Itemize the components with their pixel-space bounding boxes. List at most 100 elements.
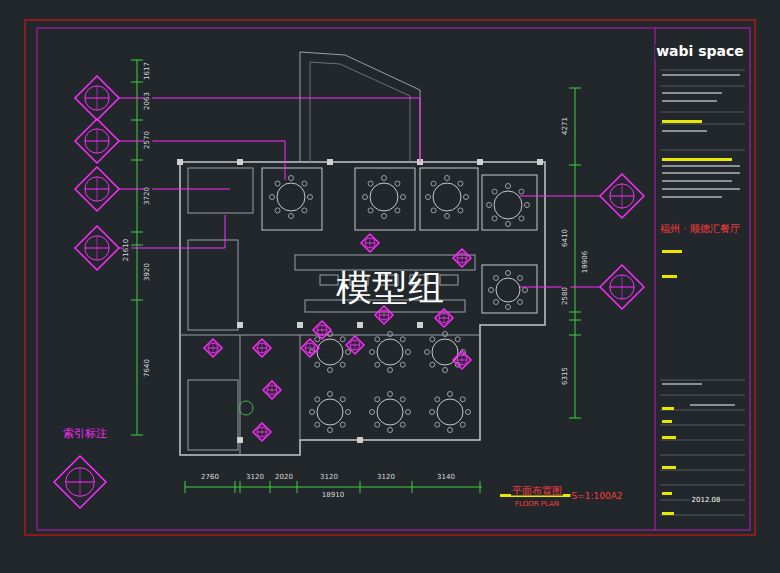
column	[327, 159, 333, 165]
chair	[506, 271, 511, 276]
dimension-tick	[480, 481, 481, 493]
index-marker	[301, 339, 319, 357]
chair	[448, 428, 453, 433]
chair	[388, 392, 393, 397]
title-block-rule	[660, 380, 745, 381]
round-table	[494, 191, 522, 219]
dimension-tick	[569, 165, 581, 166]
dimension: 6410	[562, 228, 570, 248]
chair	[493, 300, 498, 305]
partition	[180, 335, 480, 336]
title-block-bar	[662, 158, 732, 161]
chair	[363, 195, 368, 200]
dimension: 7640	[144, 358, 152, 378]
dimension: 21610	[123, 238, 131, 262]
title-block-bar	[662, 120, 702, 123]
title-block-rule	[660, 150, 745, 151]
private-room	[420, 168, 478, 230]
title-block-fine-text	[662, 180, 732, 182]
chair	[426, 195, 431, 200]
dimension-tick	[131, 120, 143, 121]
chair	[346, 410, 351, 415]
dimension: 4271	[562, 116, 570, 136]
chair	[443, 368, 448, 373]
chair	[289, 214, 294, 219]
title-block-rule	[660, 86, 745, 87]
dimension: 2760	[200, 474, 220, 482]
private-room	[355, 168, 415, 230]
chair	[388, 428, 393, 433]
dimension-line	[185, 487, 482, 488]
dimension-tick	[412, 481, 413, 493]
back-room	[188, 240, 238, 330]
dimension: 18910	[321, 492, 345, 500]
chair	[431, 208, 436, 213]
leader-line	[119, 215, 225, 248]
index-marker	[600, 265, 644, 309]
chair	[445, 214, 450, 219]
chair	[395, 181, 400, 186]
dimension-tick	[360, 481, 361, 493]
chair	[431, 181, 436, 186]
title-block-border	[655, 28, 656, 530]
index-marker	[435, 309, 453, 327]
round-table	[437, 399, 463, 425]
chair	[430, 362, 435, 367]
chair	[460, 397, 465, 402]
index-marker	[54, 456, 106, 508]
dimension-tick	[569, 312, 581, 313]
chair	[406, 410, 411, 415]
title-block-bar	[662, 436, 676, 439]
round-table	[377, 339, 403, 365]
dimension: 3920	[144, 262, 152, 282]
chair	[302, 181, 307, 186]
title-block-bar	[662, 512, 674, 515]
column	[357, 322, 363, 328]
chair	[425, 350, 430, 355]
title-block-rule	[660, 485, 745, 486]
dimension: 2570	[144, 130, 152, 150]
chair	[400, 397, 405, 402]
column	[177, 159, 183, 165]
roof-outline	[300, 52, 420, 162]
chair	[519, 216, 524, 221]
date: 2012.08	[691, 497, 722, 505]
chair	[308, 195, 313, 200]
chair	[275, 181, 280, 186]
round-table	[377, 399, 403, 425]
index-marker	[75, 119, 119, 163]
column	[237, 322, 243, 328]
dimension: 3720	[144, 186, 152, 206]
dimension: 3120	[319, 474, 339, 482]
chair	[388, 332, 393, 337]
chair	[382, 214, 387, 219]
dimension: 3140	[436, 474, 456, 482]
dimension-tick	[235, 481, 236, 493]
booth	[320, 275, 338, 285]
dimension-tick	[240, 481, 241, 493]
chair	[458, 208, 463, 213]
back-room	[188, 380, 238, 450]
dimension-tick	[131, 232, 143, 233]
title-block-fine-text	[662, 130, 707, 132]
chair	[460, 422, 465, 427]
chair	[430, 410, 435, 415]
chair	[370, 350, 375, 355]
chair	[302, 208, 307, 213]
chair	[340, 337, 345, 342]
chair	[340, 422, 345, 427]
chair	[400, 337, 405, 342]
chair	[289, 176, 294, 181]
index-marker	[75, 226, 119, 270]
chair	[455, 337, 460, 342]
leader-line	[520, 196, 600, 197]
leader-line	[119, 98, 420, 162]
chair	[346, 350, 351, 355]
plant	[239, 401, 253, 415]
private-room	[482, 175, 537, 230]
chair	[506, 305, 511, 310]
leader-line	[119, 189, 230, 190]
title-block-rule	[660, 455, 745, 456]
chair	[487, 203, 492, 208]
